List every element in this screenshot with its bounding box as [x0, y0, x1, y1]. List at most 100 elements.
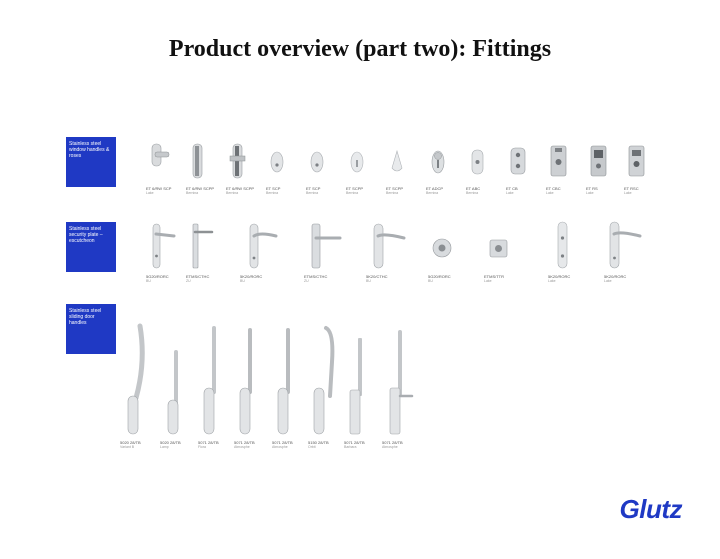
product-code: 5071 28/TB — [382, 440, 403, 445]
product-code: ET CBC — [546, 186, 561, 191]
product-subtitle: Lake — [586, 191, 594, 195]
product-code: 5K20/CTHC — [366, 274, 388, 279]
product-subtitle: Bernina — [466, 191, 479, 195]
product-code: ET SCPP — [346, 186, 364, 191]
product-subtitle: Bernina — [186, 191, 199, 195]
product-subtitle: Bernina — [226, 191, 239, 195]
product-subtitle: Barbara — [344, 445, 357, 449]
product-subtitle: BU — [366, 279, 371, 283]
product-subtitle: Lake — [546, 191, 554, 195]
plate-handle-image — [311, 223, 342, 269]
rose-image — [510, 147, 526, 175]
page-title: Product overview (part two): Fittings — [168, 36, 552, 62]
product-subtitle: ZU — [304, 279, 309, 283]
sliding-handle-image — [389, 330, 414, 435]
window-handle-image — [229, 143, 246, 179]
plate-image — [557, 221, 568, 269]
product-code: 5071 28/TB — [272, 440, 293, 445]
rose-image — [590, 145, 607, 177]
sliding-handle-image — [277, 328, 290, 435]
plate-handle-image — [249, 223, 278, 269]
product-subtitle: Bernina — [426, 191, 439, 195]
round-rose-image — [432, 238, 452, 258]
product-subtitle: Lake — [506, 191, 514, 195]
product-subtitle: Variant B — [120, 445, 135, 449]
cylinder-rose-image — [431, 150, 445, 174]
product-code: ET ADCP — [426, 186, 444, 191]
product-code: 5071 28/TB — [234, 440, 255, 445]
product-code: ET SCP — [266, 186, 281, 191]
window-handle-image — [151, 143, 170, 167]
sliding-handle-image — [203, 326, 216, 435]
product-code: ET 6/RW SCPP — [226, 186, 255, 191]
product-subtitle: Lake — [548, 279, 556, 283]
product-subtitle: Bernina — [346, 191, 359, 195]
product-subtitle: BU — [428, 279, 433, 283]
product-subtitle: Orbit — [308, 445, 316, 449]
product-subtitle: BU — [146, 279, 151, 283]
product-code: ET RSC — [624, 186, 639, 191]
product-code: ETMS/TTR — [484, 274, 504, 279]
product-subtitle: Lake — [624, 191, 632, 195]
sliding-handle-image — [127, 323, 145, 435]
plate-handle-image — [373, 223, 406, 269]
product-code: 5020 28/TB — [160, 440, 181, 445]
product-code: 5K20/RORC — [548, 274, 571, 279]
product-code: ET SCPP — [386, 186, 404, 191]
product-code: ETMS/CTHC — [304, 274, 328, 279]
product-subtitle: Flora — [198, 445, 206, 449]
product-subtitle: Bernina — [386, 191, 399, 195]
sliding-handle-image — [167, 350, 179, 435]
product-code: ET SCP — [306, 186, 321, 191]
rose-image — [310, 151, 324, 173]
product-subtitle: Lake — [146, 191, 154, 195]
rose-image — [391, 149, 403, 172]
sliding-handle-image — [349, 338, 362, 435]
product-code: ET 6/RW SCP — [146, 186, 172, 191]
rose-image — [550, 145, 567, 177]
product-subtitle: Bernina — [306, 191, 319, 195]
product-code: ET 6/RW SCPP — [186, 186, 215, 191]
category-sliding-door-handles: Stainless steel sliding door handles — [66, 304, 116, 354]
product-subtitle: Bernina — [266, 191, 279, 195]
sliding-handle-image — [313, 326, 335, 435]
product-subtitle: Lamp — [160, 445, 169, 449]
product-subtitle: BU — [240, 279, 245, 283]
rose-image — [628, 145, 645, 177]
sliding-handle-image — [239, 328, 252, 435]
product-subtitle: ZU — [186, 279, 191, 283]
plate-handle-image — [152, 223, 176, 269]
product-subtitle: Lake — [604, 279, 612, 283]
product-code: 5071 28/TB — [198, 440, 219, 445]
product-code: ET ABC — [466, 186, 481, 191]
rose-image — [270, 151, 284, 173]
product-subtitle: Lake — [484, 279, 492, 283]
product-code: ET CB — [506, 186, 518, 191]
product-code: 5020 28/TB — [120, 440, 141, 445]
